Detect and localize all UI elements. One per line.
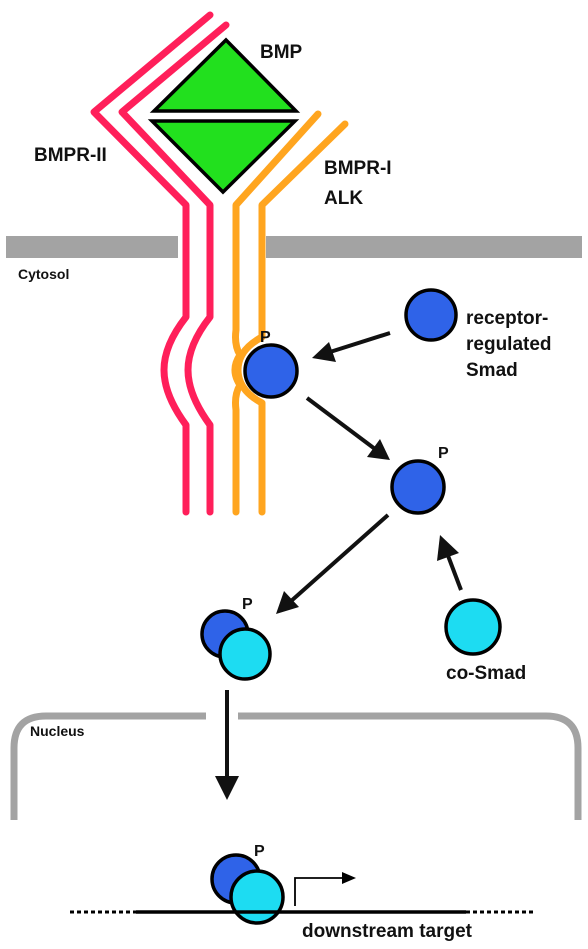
smad-proteins (200, 288, 502, 925)
nuclear-envelope-left (10, 712, 206, 820)
bmpr-ii-outer-strand (90, 11, 214, 516)
bmp-triangle-bottom (147, 119, 300, 195)
receptor-regulated-smad (404, 288, 458, 342)
bmp-triangle-top (149, 37, 301, 113)
transcription-start-arrow (294, 872, 356, 906)
smad-complex-co-smad (218, 627, 272, 681)
co-smad (444, 598, 502, 656)
arrow-co-smad-to-smad (437, 535, 463, 591)
cell-membrane (6, 236, 582, 258)
phosphorylated-smad-at-receptor (243, 343, 299, 399)
nuclear-envelope-right (238, 712, 582, 820)
signaling-arrows (215, 331, 463, 800)
bmp-ligand (147, 37, 301, 195)
bmpr-i-outer-strand (234, 120, 349, 516)
bmpr-ii-inner-strand (118, 21, 230, 516)
bmpr-i-label: BMPR-I (324, 158, 392, 179)
nucleus-label: Nucleus (30, 723, 85, 739)
bmpr-i-receptor (231, 110, 349, 516)
alk-label: ALK (324, 188, 363, 209)
phospho-label-complex: P (242, 596, 253, 613)
bmpr-ii-receptor (90, 11, 230, 516)
cytosol-label: Cytosol (18, 266, 69, 282)
receptor-regulated-smad-label-line1: receptor- (466, 308, 548, 329)
phospho-label-nuclear-complex: P (254, 843, 265, 860)
bmpr-i-inner-strand (231, 110, 322, 516)
nuclear-complex-co-smad (229, 869, 285, 925)
bmp-label: BMP (260, 42, 303, 63)
phospho-label-released-smad: P (438, 445, 449, 462)
co-smad-label: co-Smad (446, 663, 526, 684)
receptor-regulated-smad-label-line3: Smad (466, 360, 518, 381)
bmpr-ii-label: BMPR-II (34, 145, 107, 166)
membrane-segment-left (6, 236, 178, 258)
arrow-receptor-to-smad (305, 396, 390, 460)
arrow-complex-to-nucleus (215, 690, 239, 800)
arrow-smad-to-complex (276, 513, 390, 614)
downstream-target-label: downstream target (302, 921, 473, 942)
receptor-regulated-smad-label-line2: regulated (466, 334, 552, 355)
membrane-segment-right (266, 236, 582, 258)
phospho-label-receptor-smad: P (260, 329, 271, 346)
arrow-smad-to-receptor (312, 331, 391, 362)
phosphorylated-smad-released (390, 459, 446, 515)
nuclear-envelope (10, 712, 582, 820)
